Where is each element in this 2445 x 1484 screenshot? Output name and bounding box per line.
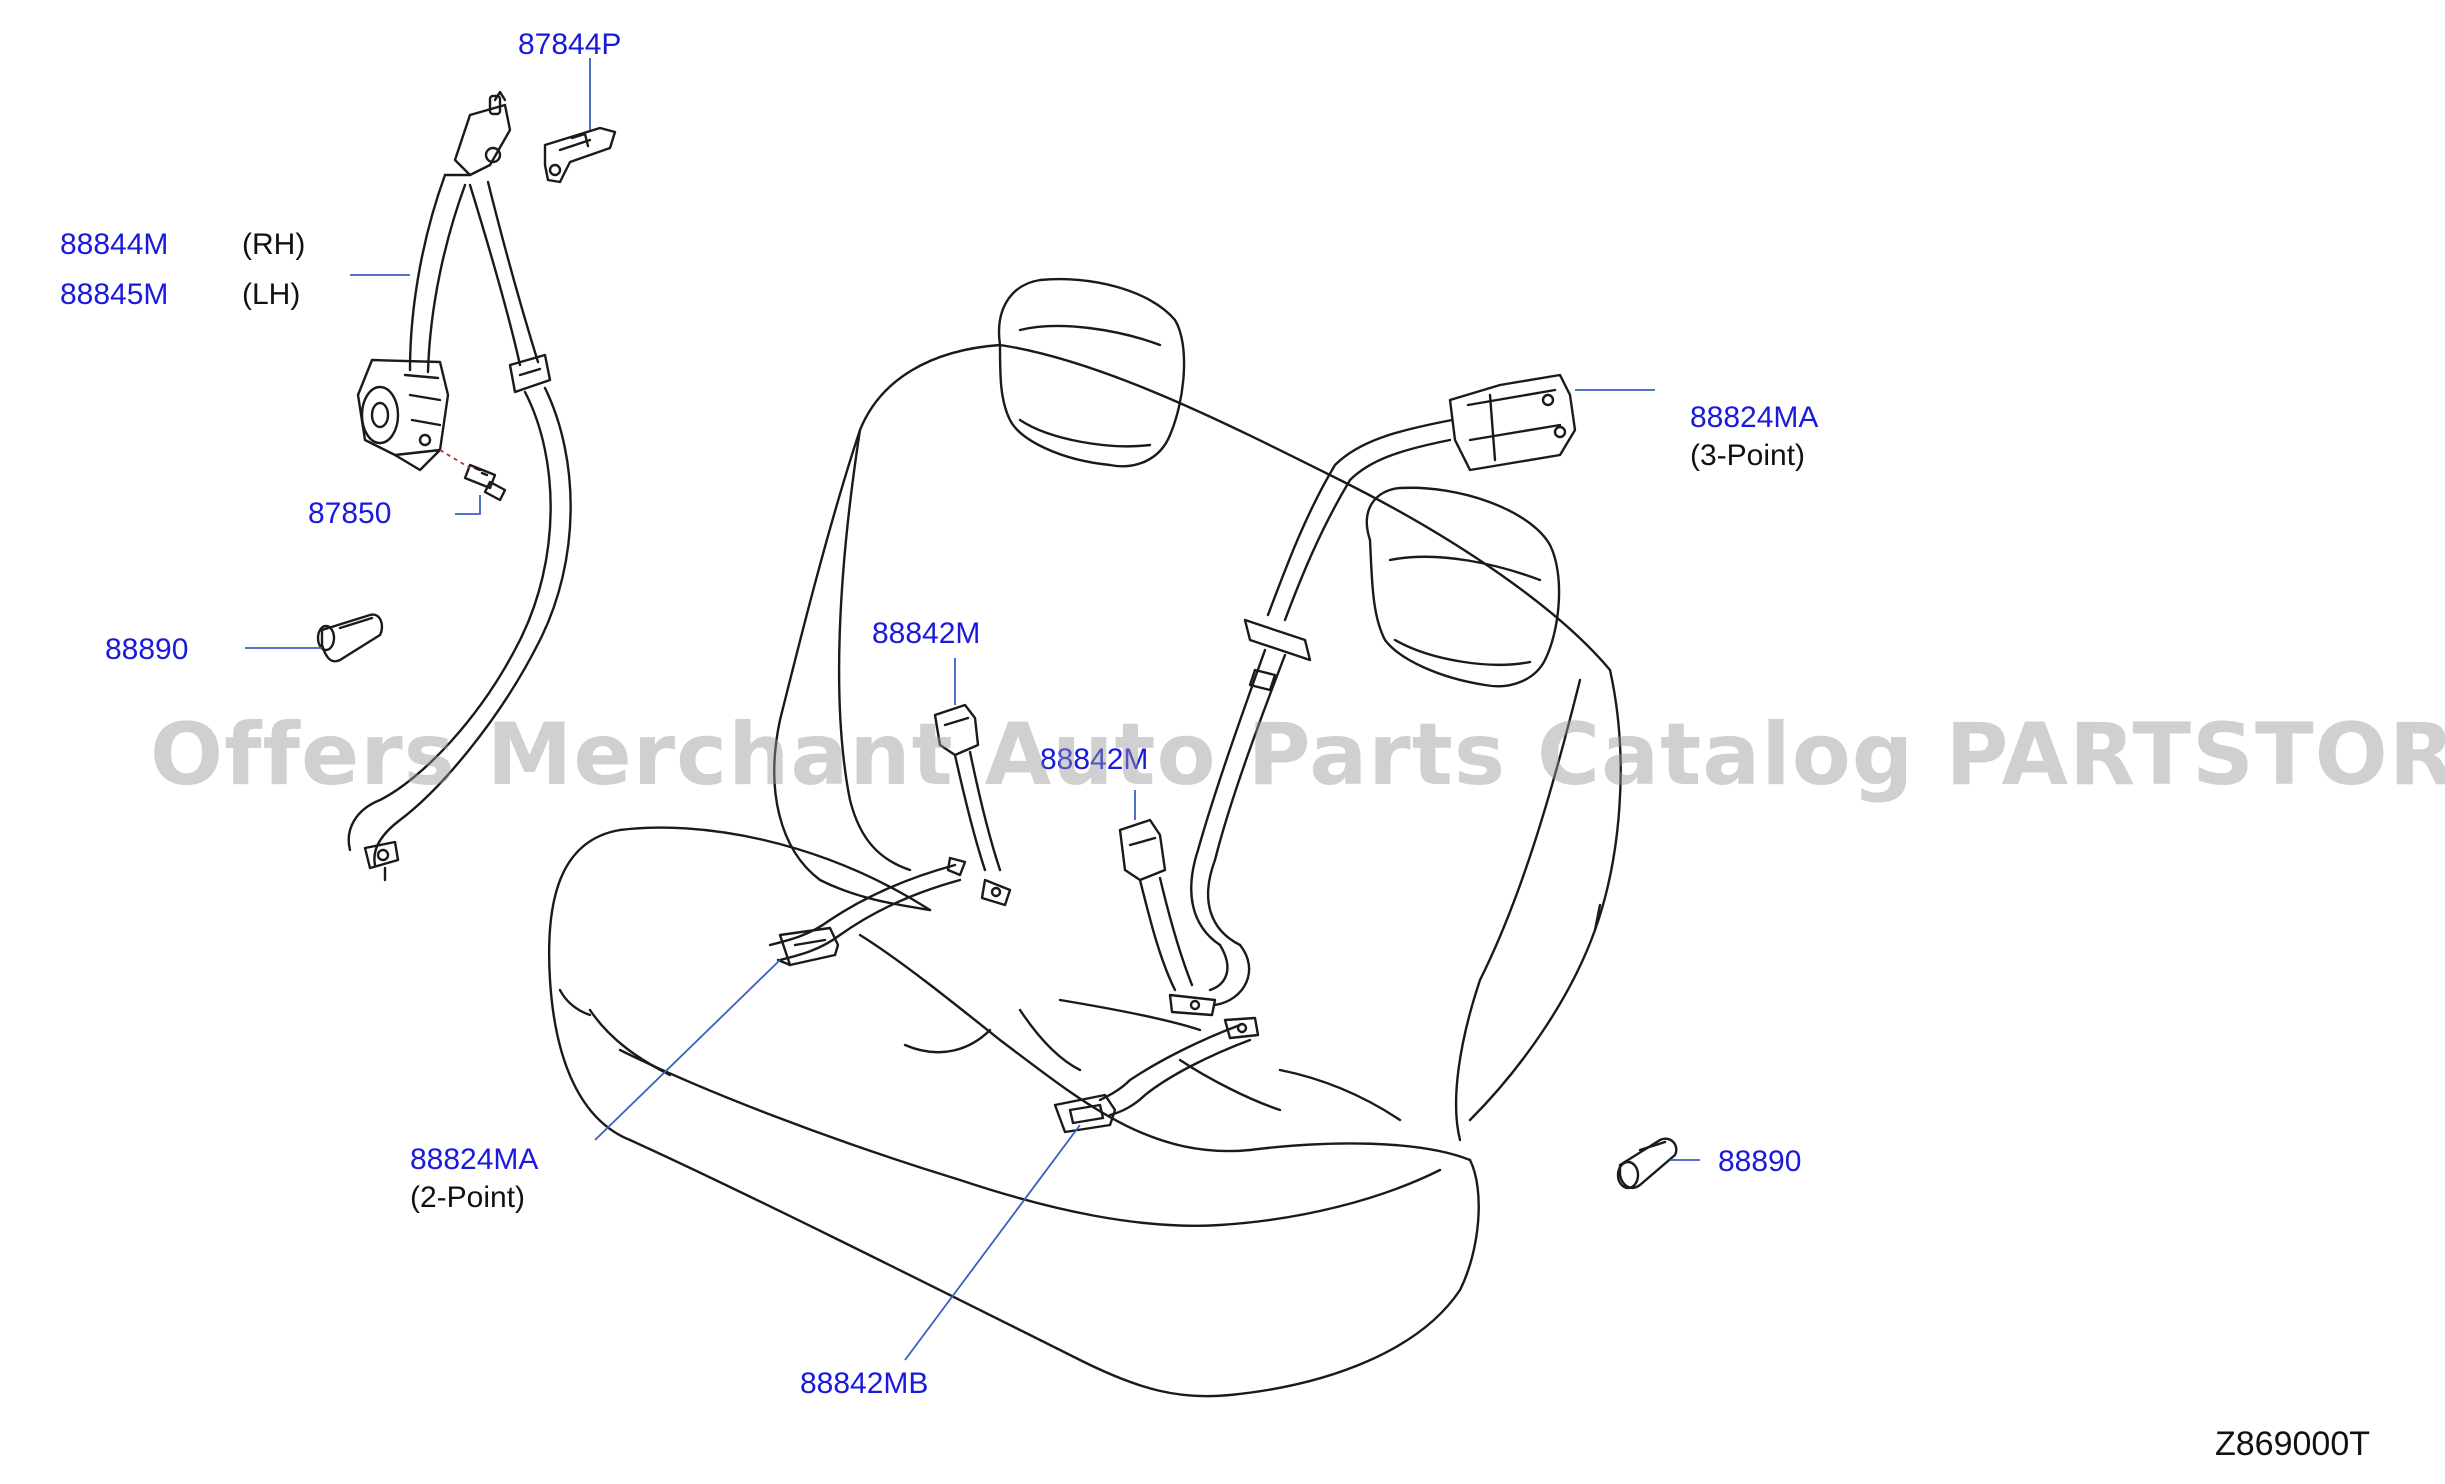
part-label-87850[interactable]: 87850 [308, 497, 392, 530]
hole-plug-88890-left [316, 613, 384, 663]
headrest-left [997, 277, 1186, 468]
diagram-id: Z869000T [2215, 1425, 2370, 1463]
part-label-88842M-left[interactable]: 88842M [872, 617, 981, 650]
three-point-belt-88824MA [1168, 373, 1577, 1017]
leader-lines [245, 58, 1700, 1361]
buckle-88842M-left [933, 703, 1012, 907]
part-label-88842MB[interactable]: 88842MB [800, 1367, 929, 1400]
buckle-88842M-center [1118, 818, 1194, 992]
part-label-88842M-center[interactable]: 88842M [1040, 743, 1149, 776]
part-note-3-point: (3-Point) [1690, 439, 1806, 472]
part-note-2-point: (2-Point) [410, 1181, 526, 1214]
part-side-rh: (RH) [242, 228, 306, 261]
part-side-lh: (LH) [242, 278, 301, 311]
seat-cushion [547, 826, 1480, 1398]
lap-belt-88824MA [768, 863, 962, 967]
seat-backrest [773, 343, 1622, 1142]
part-label-88845M[interactable]: 88845M [60, 278, 169, 311]
retractor-assembly-88844M [347, 90, 572, 882]
bracket-87844P [543, 126, 617, 184]
part-label-88844M[interactable]: 88844M [60, 228, 169, 261]
lap-belt-88842MB [1053, 1016, 1260, 1134]
headrest-right [1365, 486, 1561, 688]
part-label-88890-right[interactable]: 88890 [1718, 1145, 1802, 1178]
bolt-path-dashed [439, 449, 471, 469]
part-label-87844P[interactable]: 87844P [518, 28, 622, 61]
bolt-87850 [463, 463, 507, 502]
part-label-88824MA-2pt[interactable]: 88824MA [410, 1143, 539, 1176]
part-label-88824MA-3pt[interactable]: 88824MA [1690, 401, 1819, 434]
part-label-88890-left[interactable]: 88890 [105, 633, 189, 666]
hole-plug-88890-right [1616, 1137, 1678, 1190]
